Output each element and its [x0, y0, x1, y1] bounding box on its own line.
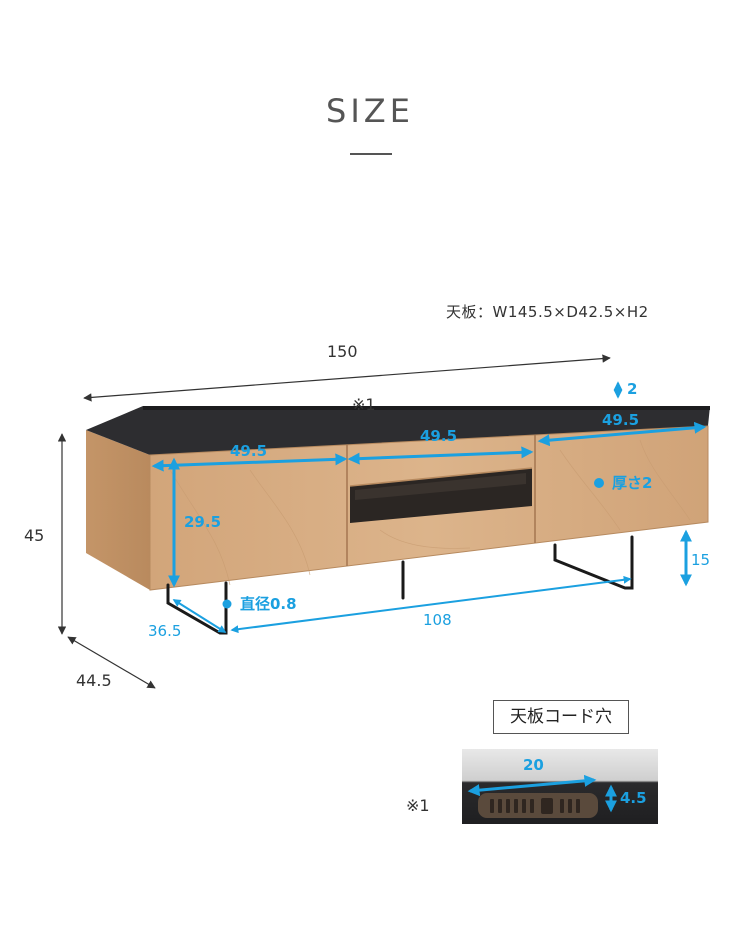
- panel-thickness-label: 厚さ2: [612, 474, 652, 492]
- leg-height-label: 15: [691, 551, 710, 569]
- top-panel-spec: 天板：W145.5×D42.5×H2: [446, 303, 649, 321]
- detail-dimensions: [151, 381, 707, 634]
- door-height-label: 29.5: [184, 513, 221, 531]
- width-total-label: 150: [327, 342, 358, 361]
- leg-span-label: 108: [423, 611, 452, 629]
- door-left-width-label: 49.5: [230, 442, 267, 460]
- title-divider: [350, 153, 392, 155]
- cord-hole-photo: 20 4.5: [462, 749, 658, 824]
- cord-hole-note: ※1: [406, 796, 430, 815]
- cord-hole-width-label: 20: [523, 756, 544, 774]
- panel-thickness-dot: [594, 478, 604, 488]
- leg-diameter-dot: [222, 599, 232, 609]
- overall-dimensions: 150 ※1 45 44.5: [24, 342, 611, 690]
- note-mark-label: ※1: [352, 395, 376, 414]
- leg-depth-label: 36.5: [148, 622, 181, 640]
- top-thickness-label: 2: [627, 380, 637, 398]
- page-title: SIZE: [326, 92, 414, 130]
- door-right-width-label: 49.5: [602, 411, 639, 429]
- tv-stand-body: [86, 406, 710, 635]
- cord-hole-height-label: 4.5: [620, 789, 647, 807]
- left-side-panel: [86, 430, 150, 590]
- height-total-label: 45: [24, 526, 44, 545]
- depth-total-label: 44.5: [76, 671, 112, 690]
- cord-hole-title: 天板コード穴: [493, 700, 629, 734]
- top-glass-panel: [86, 406, 710, 455]
- drawer-width-label: 49.5: [420, 427, 457, 445]
- leg-diameter-label: 直径0.8: [240, 595, 297, 613]
